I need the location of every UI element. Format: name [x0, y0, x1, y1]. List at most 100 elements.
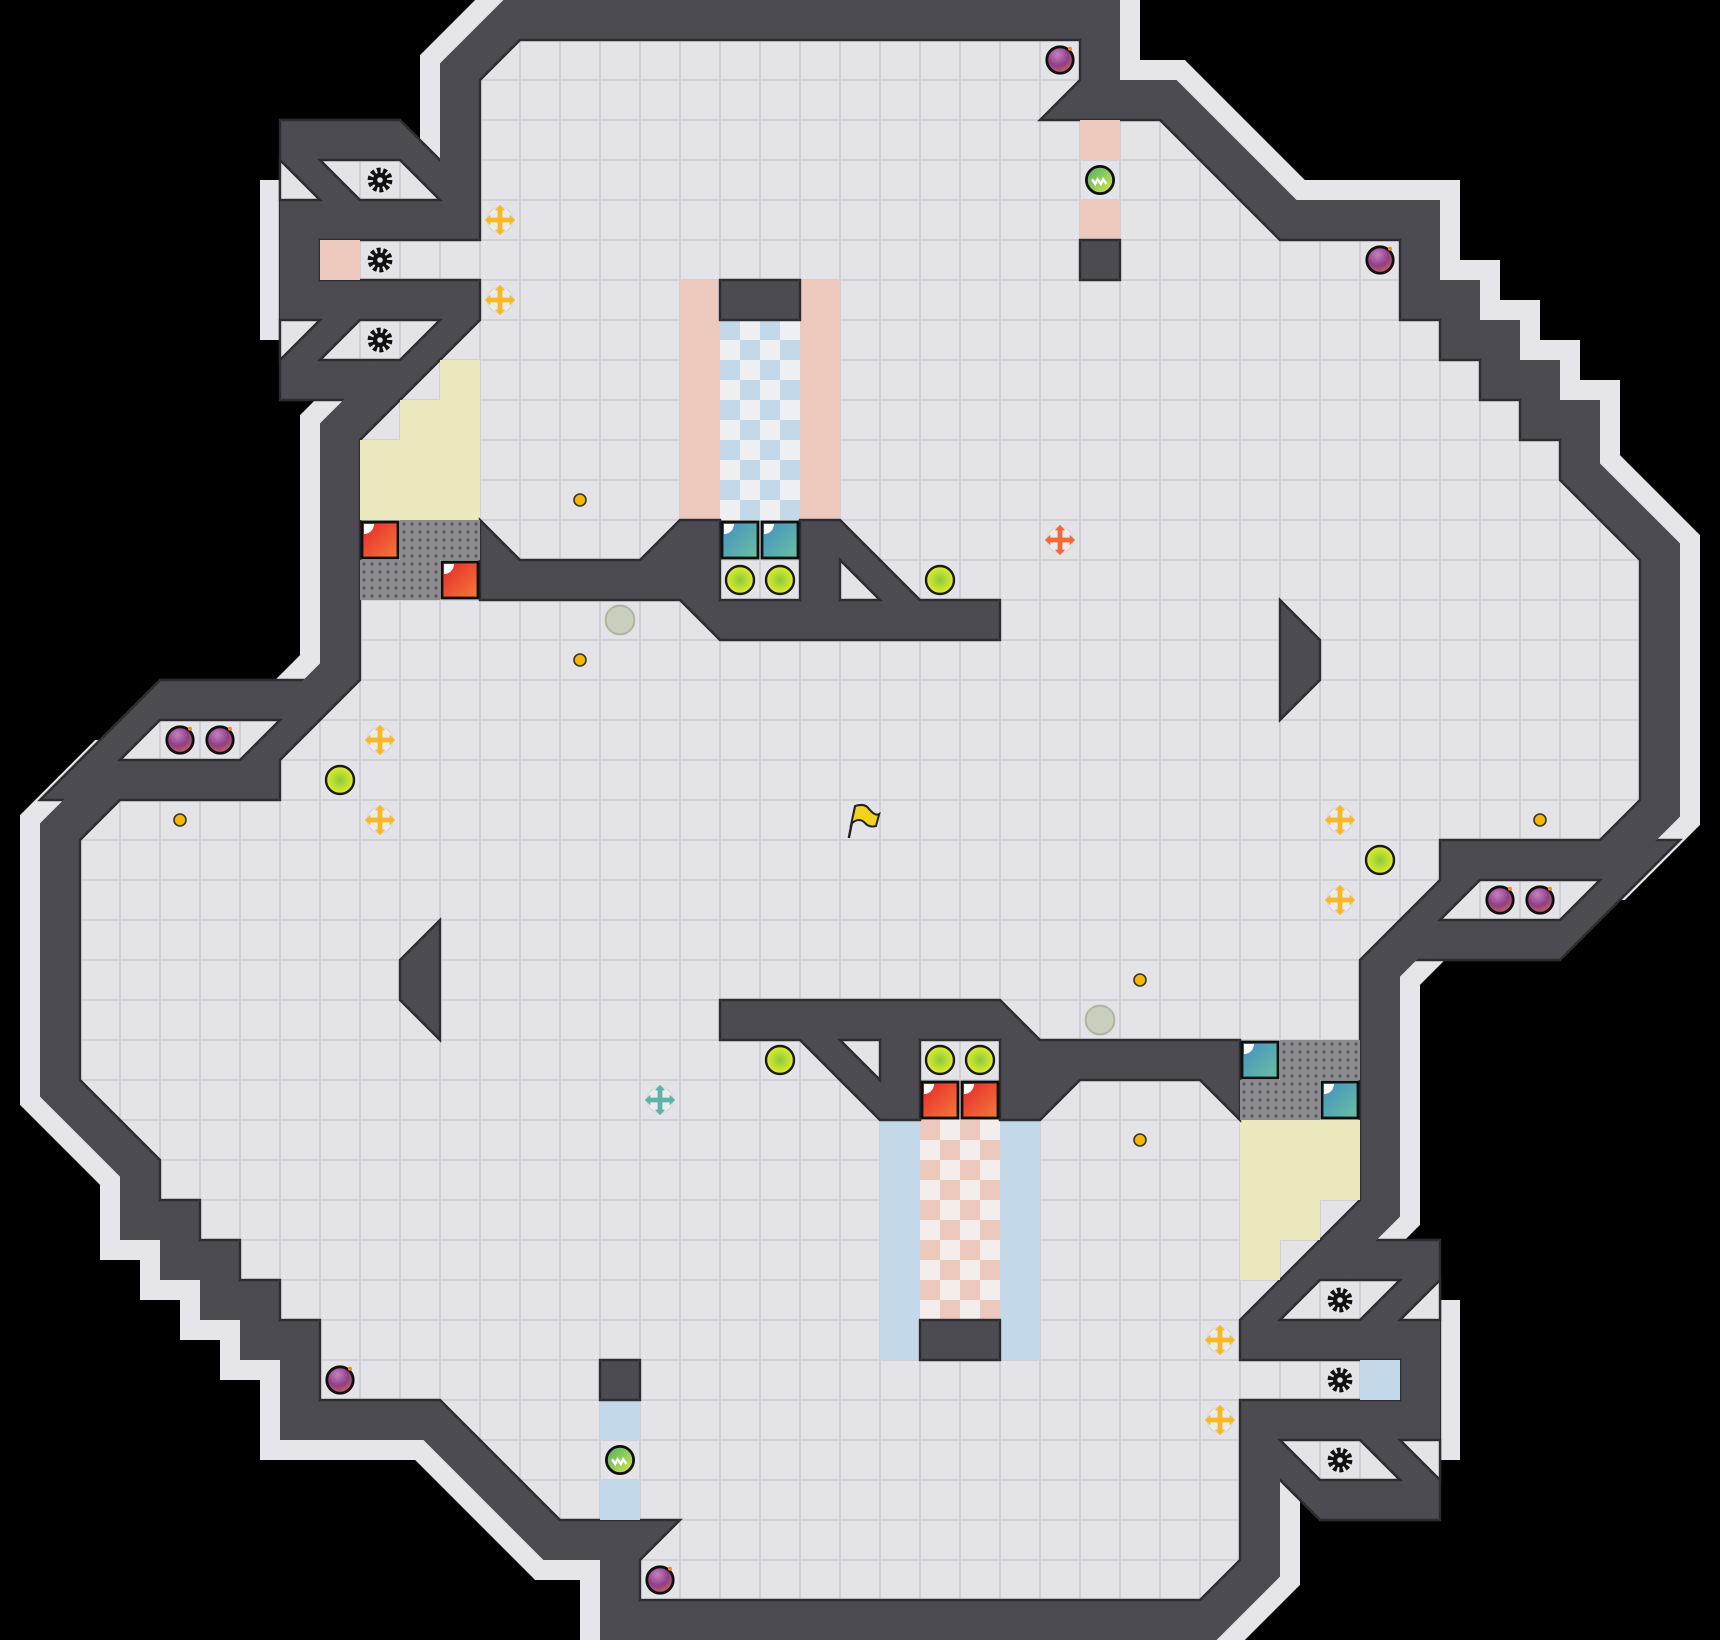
yellow-zone-cell [440, 480, 480, 520]
wall-notch [1414, 1392, 1418, 1416]
drone-arm [377, 728, 383, 753]
pink-zone-cell [800, 440, 840, 480]
drone-arrow [364, 814, 371, 826]
yellow-zone-cell [440, 400, 480, 440]
blue-zone-cell [1000, 1200, 1040, 1240]
toggle-body [604, 1444, 635, 1475]
bomb-icon [1525, 885, 1555, 915]
drone-arm [497, 288, 503, 312]
block-shine [764, 524, 774, 534]
bomb-alcove [117, 718, 283, 762]
drone-arrow [669, 1094, 676, 1106]
bomb-icon [165, 725, 195, 755]
blue-zone-cell [1000, 1240, 1040, 1280]
drone-arrow [389, 734, 396, 746]
yellow-zone-cell [360, 480, 400, 520]
drone-arm [1217, 1408, 1223, 1432]
pink-zone-cell [800, 280, 840, 320]
drone-arrow [494, 309, 506, 316]
bounce-ball-icon [724, 564, 756, 596]
yellow-zone-cell [400, 440, 440, 480]
toggle-stripes [611, 1456, 628, 1467]
pink-zone-cell [680, 400, 720, 440]
wall-wedge [398, 917, 442, 1043]
pink-checker-zone [920, 1120, 1000, 1320]
toggle-ball-icon [604, 1444, 635, 1475]
bomb-fuse [228, 726, 232, 731]
pink-zone-cell [680, 320, 720, 360]
pink-zone-cell [320, 240, 360, 280]
drone-arrow [1324, 814, 1331, 826]
bomb-icon [1045, 45, 1075, 75]
drone-arm [1337, 808, 1343, 833]
drone-arrow [374, 804, 386, 811]
pink-zone-cell [680, 480, 720, 520]
blue-zone-cell [1000, 1280, 1040, 1320]
yellow-zone-cell [400, 400, 440, 440]
bomb-fuse [668, 1566, 673, 1571]
gold-coin-icon [173, 813, 187, 827]
drone-arrow [1324, 894, 1331, 906]
block-shine [444, 564, 454, 574]
drone-arrow [1054, 524, 1066, 531]
mesh-block [400, 520, 440, 560]
yellow-zone-cell [1240, 1120, 1280, 1160]
gear-teeth [367, 167, 393, 193]
blue-zone-cell [1000, 1120, 1040, 1160]
blue-zone-cell [1000, 1320, 1040, 1360]
pink-zone-cell [1080, 200, 1120, 240]
gear-icon [367, 167, 393, 193]
bomb-fuse [1548, 886, 1552, 891]
drone-arrow [1229, 1334, 1236, 1346]
drone-arrow [494, 284, 506, 291]
blue-zone-cell [880, 1120, 920, 1160]
flag-icon [847, 803, 881, 839]
drone-cross-icon [1204, 1324, 1236, 1356]
bomb-icon [1485, 885, 1515, 915]
drone-arrow [1334, 804, 1346, 811]
drone-arrow [1214, 1324, 1226, 1331]
drone-cross-icon [1044, 524, 1076, 556]
block-shine [724, 524, 734, 534]
blue-checker-zone [720, 320, 800, 520]
bomb-alcove [1437, 878, 1603, 922]
drone-arrow [1214, 1349, 1226, 1356]
drone-cross-icon [644, 1084, 676, 1116]
drone-arrow [509, 214, 516, 226]
drone-arrow [1349, 894, 1356, 906]
wall-block [718, 278, 802, 322]
bomb-body [325, 1365, 355, 1395]
bounce-ball-icon [1364, 844, 1396, 876]
mesh-block [1280, 1040, 1320, 1080]
drone-cross-icon [1204, 1404, 1236, 1436]
bomb-body [205, 725, 235, 755]
wall-gap [837, 1038, 882, 1083]
drone-arrow [1334, 829, 1346, 836]
pink-zone-cell [800, 320, 840, 360]
drone-arrow [1069, 534, 1076, 546]
drone-cross-icon [1324, 884, 1356, 916]
yellow-zone-cell [1240, 1240, 1280, 1280]
blue-zone-cell [880, 1160, 920, 1200]
gear-teeth [367, 247, 393, 273]
drone-arrow [1204, 1414, 1211, 1426]
bounce-ball-icon [764, 1044, 796, 1076]
pink-zone-cell [600, 1480, 640, 1520]
mesh-block [440, 520, 480, 560]
pink-zone-cell [800, 480, 840, 520]
blue-zone-cell [880, 1320, 920, 1360]
wall-wedge [1278, 597, 1322, 723]
drone-cross-icon [484, 284, 516, 316]
wall-gap [838, 557, 883, 602]
drone-arrow [654, 1109, 666, 1116]
bounce-ball-icon [324, 764, 356, 796]
yellow-zone-cell [1320, 1160, 1360, 1200]
gear-hole [1337, 1457, 1343, 1463]
blue-zone-cell [1000, 1160, 1040, 1200]
ghost-ball-icon [604, 604, 636, 636]
drone-arrow [364, 734, 371, 746]
mesh-block [400, 560, 440, 600]
drone-arm [377, 808, 383, 833]
drone-arrow [1349, 814, 1356, 826]
yellow-zone-cell [1240, 1200, 1280, 1240]
